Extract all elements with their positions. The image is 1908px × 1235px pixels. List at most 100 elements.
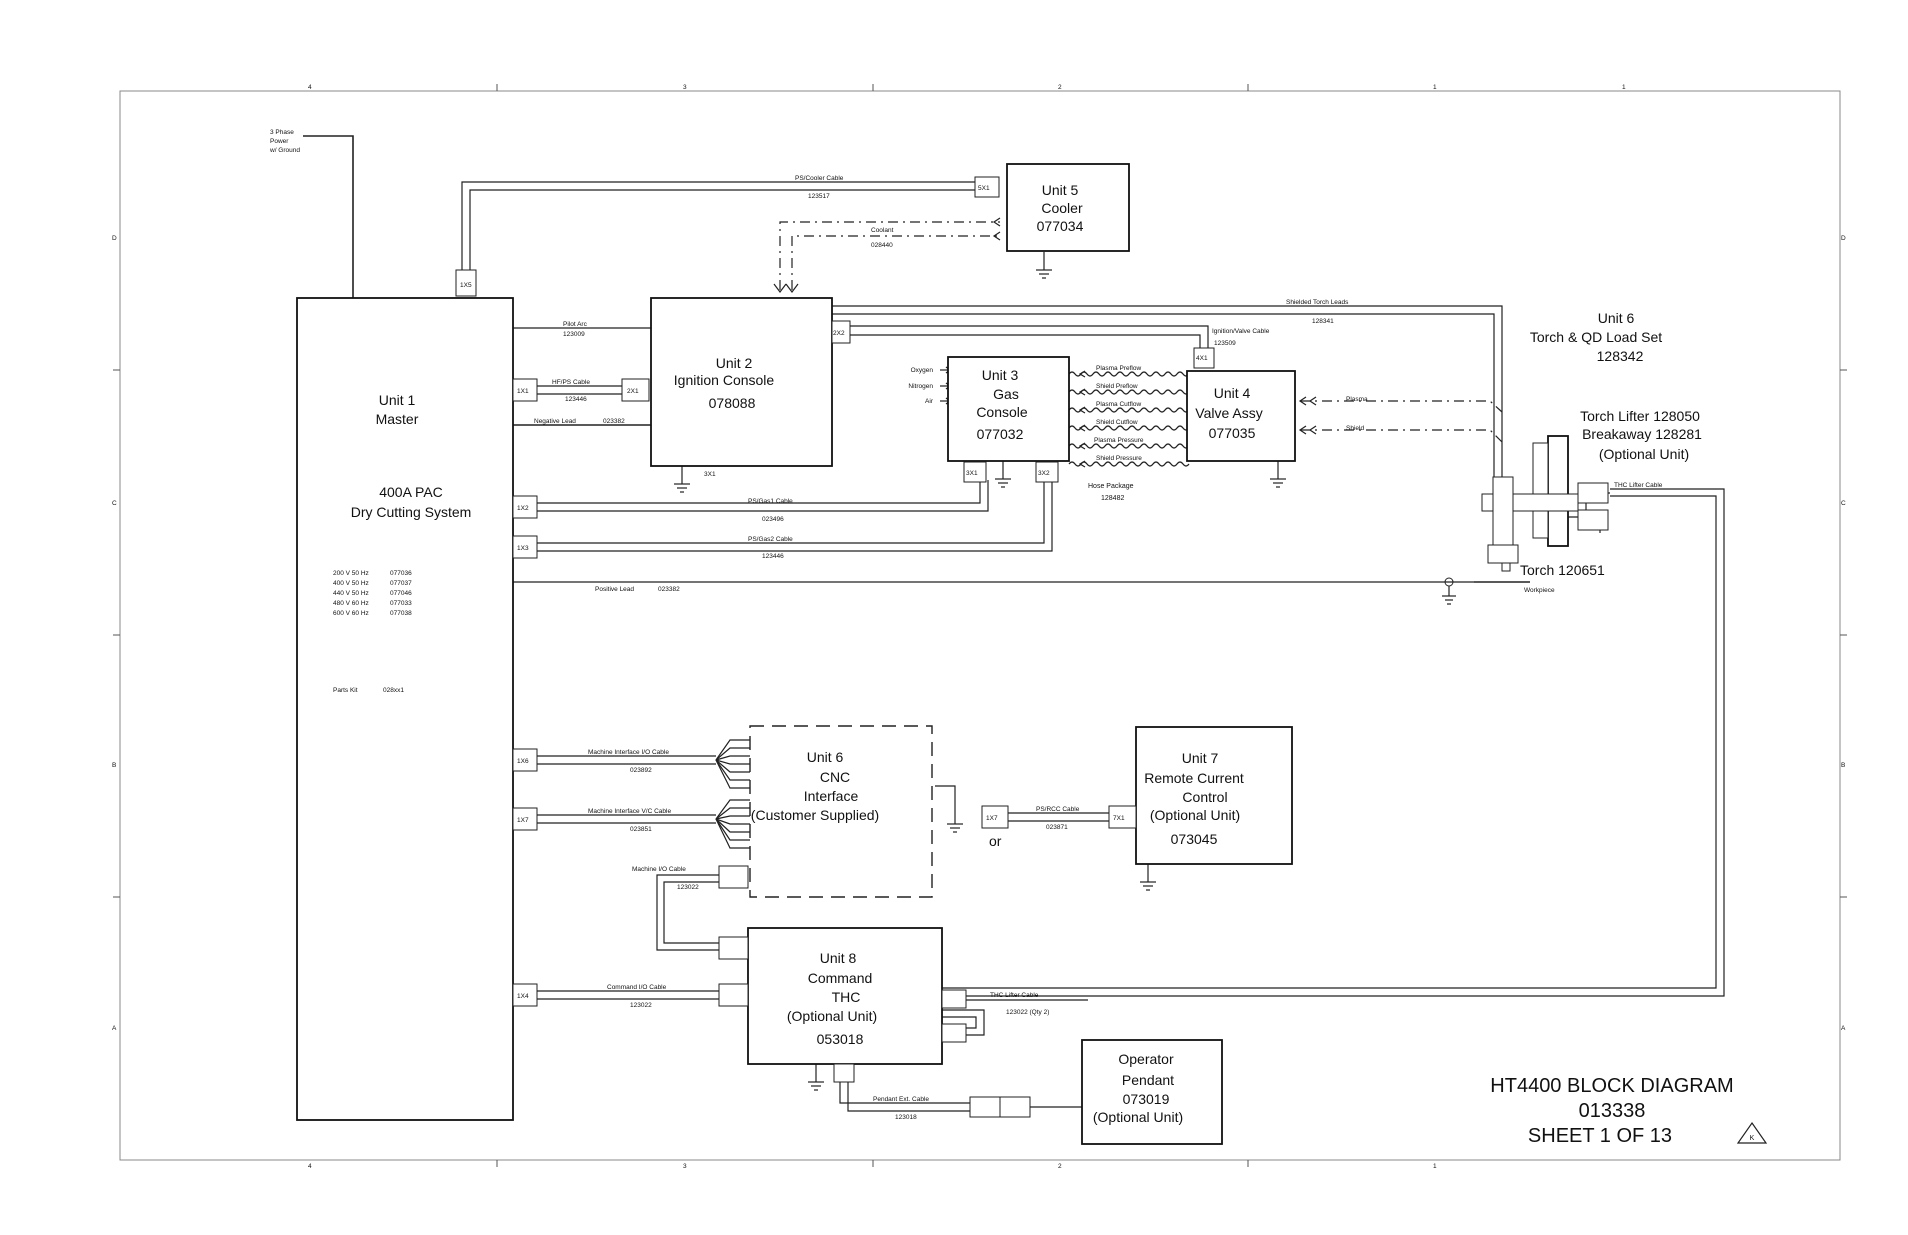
cable-label: Hose Package	[1088, 483, 1134, 490]
hose-label: Plasma Cutflow	[1096, 401, 1141, 408]
cable-pn: 023382	[603, 418, 625, 425]
connector-label: 5X1	[978, 185, 990, 192]
zone-label: A	[112, 1025, 117, 1032]
cable-pn: 028440	[871, 242, 893, 249]
cable-label: PS/RCC Cable	[1036, 806, 1080, 813]
unit1-line1: Unit 1	[379, 392, 416, 408]
cable-labels: PS/Cooler Cable 123517 Coolant 028440 Pi…	[534, 175, 1663, 1121]
cable-label: Machine Interface V/C Cable	[588, 808, 671, 815]
cnc-line3: Interface	[804, 788, 859, 804]
cable-label: Positive Lead	[595, 586, 634, 593]
connector-label: 3X2	[1038, 470, 1050, 477]
unit8-line2: Command	[808, 970, 873, 986]
pendant-line3: 073019	[1123, 1091, 1170, 1107]
hose-labels: Plasma Preflow Shield Preflow Plasma Cut…	[1094, 365, 1368, 462]
unit7-line3: Control	[1182, 789, 1227, 805]
cable-pn: 023892	[630, 767, 652, 774]
revision-triangle-icon	[1736, 1121, 1768, 1144]
unit5-line1: Unit 5	[1042, 182, 1079, 198]
zone-label: A	[1841, 1025, 1846, 1032]
cable-pn: 123022	[677, 884, 699, 891]
unit3-gas-console: Unit 3 Gas Console 077032	[947, 356, 1070, 462]
operator-pendant: Operator Pendant 073019 (Optional Unit)	[1081, 1039, 1223, 1145]
zone-label: 4	[308, 1163, 312, 1170]
sheet-number: SHEET 1 OF 13	[1528, 1125, 1672, 1147]
connector-label: 7X1	[1113, 815, 1125, 822]
wire-fan	[715, 759, 750, 765]
hose-line	[1068, 371, 1190, 377]
diagram-title: HT4400 BLOCK DIAGRAM	[1490, 1075, 1733, 1097]
connector-label: 1X3	[517, 545, 529, 552]
wire-fan	[715, 759, 750, 773]
unit8-line4: (Optional Unit)	[787, 1008, 877, 1024]
connector-label: 1X5	[460, 282, 472, 289]
hose-arrow	[1078, 460, 1086, 468]
wire-fan	[715, 818, 750, 841]
parts-kit-pn: 028xx1	[383, 687, 404, 694]
gas-inputs: Oxygen Nitrogen Air	[908, 367, 933, 405]
wire-fan	[715, 815, 750, 820]
hose-label: Shield Preflow	[1096, 383, 1138, 390]
cable-pn: 023871	[1046, 824, 1068, 831]
ground-icon	[947, 806, 963, 833]
voltage-row: 480 V 60 Hz	[333, 600, 369, 607]
voltage-pn: 077036	[390, 570, 412, 577]
unit6-torch-line2: Torch & QD Load Set	[1530, 329, 1662, 345]
unit8-line3: THC	[832, 989, 861, 1005]
unit4-line2: Valve Assy	[1195, 405, 1262, 421]
gas-label: Nitrogen	[908, 383, 933, 390]
wire-fan	[715, 807, 750, 820]
voltage-pn: 077037	[390, 580, 412, 587]
hose-label: Shield	[1346, 425, 1364, 432]
unit6-torch-line1: Unit 6	[1598, 310, 1635, 326]
cable-pn: 123446	[565, 396, 587, 403]
ground-icon	[1036, 252, 1052, 279]
cable-pn: 123022 (Qty 2)	[1006, 1009, 1049, 1016]
zone-label: 1	[1622, 84, 1626, 91]
cable-pn: 128482	[1101, 495, 1124, 502]
revision-letter: K	[1750, 1135, 1755, 1142]
unit6-torch-line3: 128342	[1597, 348, 1644, 364]
power-label: Power	[270, 138, 289, 145]
or-label: or	[989, 833, 1002, 849]
unit1-master: Unit 1 Master 400A PAC Dry Cutting Syste…	[296, 297, 514, 1121]
connector-label: 3X1	[704, 471, 716, 478]
cable-pn: 123517	[808, 193, 830, 200]
unit7-line5: 073045	[1171, 831, 1218, 847]
title-block: HT4400 BLOCK DIAGRAM 013338 SHEET 1 OF 1…	[1490, 1075, 1768, 1147]
ground-icon	[808, 1064, 824, 1091]
cable-pn: 123509	[1214, 340, 1236, 347]
unit3-line4: 077032	[977, 426, 1024, 442]
wire-fan	[715, 818, 750, 825]
connector-label: 4X1	[1196, 355, 1208, 362]
lifter-line1: Torch Lifter 128050	[1580, 408, 1700, 424]
connector-label: 1X1	[517, 388, 529, 395]
wire-fan	[715, 759, 750, 781]
voltage-pn: 077046	[390, 590, 412, 597]
unit2-line2: Ignition Console	[674, 372, 775, 388]
cable-label: THC Lifter Cable	[990, 992, 1039, 999]
voltage-pn: 077033	[390, 600, 412, 607]
unit3-line2: Gas	[993, 386, 1019, 402]
zone-label: 2	[1058, 84, 1062, 91]
voltage-pn: 077038	[390, 610, 412, 617]
zone-label: C	[112, 500, 117, 507]
wire-fan	[715, 747, 750, 761]
unit1-line3: 400A PAC	[379, 484, 443, 500]
unit2-line1: Unit 2	[716, 355, 753, 371]
power-input: 3 Phase Power w/ Ground	[269, 129, 354, 298]
connector-label: 2X2	[833, 330, 845, 337]
pendant-line4: (Optional Unit)	[1093, 1109, 1183, 1125]
voltage-row: 440 V 50 Hz	[333, 590, 369, 597]
ground-icon	[1270, 461, 1286, 488]
drawing-frame: 4 3 2 1 1 4 3 2 1 D C B A D C B A	[112, 84, 1847, 1170]
cable-label: Machine Interface I/O Cable	[588, 749, 669, 756]
ground-icon	[995, 461, 1011, 488]
cable-label: PS/Gas2 Cable	[748, 536, 793, 543]
cable-label: Machine I/O Cable	[632, 866, 686, 873]
cnc-line1: Unit 6	[807, 749, 844, 765]
cable-pn: 123018	[895, 1114, 917, 1121]
torch-lifter: Torch Lifter 128050 Breakaway 128281 (Op…	[1481, 408, 1702, 572]
pendant-line1: Operator	[1118, 1051, 1174, 1067]
